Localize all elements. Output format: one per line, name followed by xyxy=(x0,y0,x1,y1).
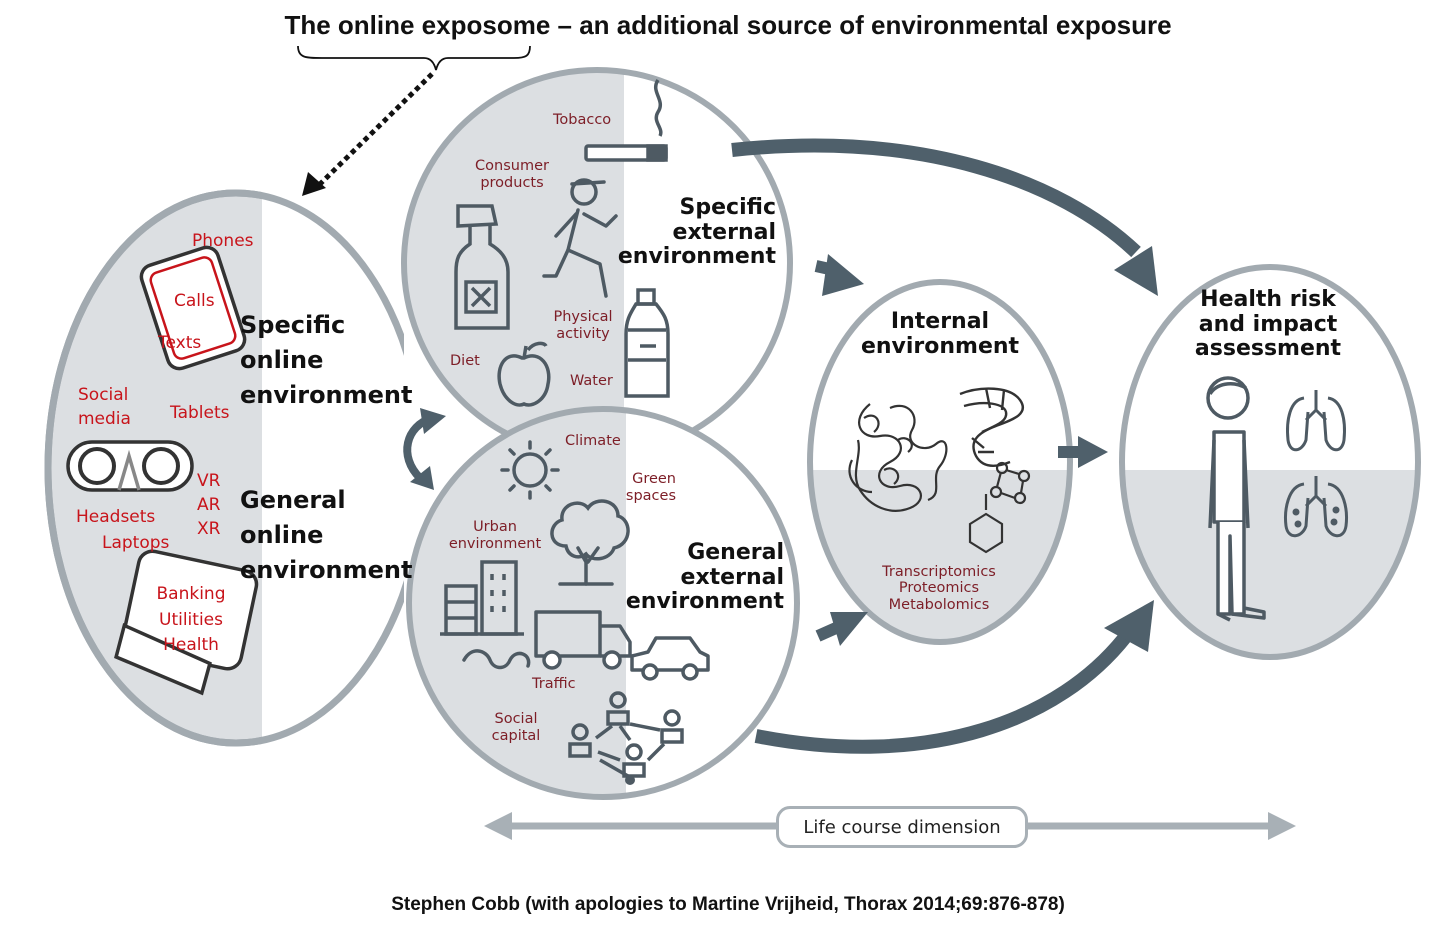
calls-label: Calls xyxy=(174,291,215,311)
cycle-arrows xyxy=(403,408,446,490)
physical-activity-label: Physical activity xyxy=(553,309,613,342)
metabolite-icon xyxy=(968,461,1031,554)
credit-line: Stephen Cobb (with apologies to Martine … xyxy=(391,894,1065,915)
general-online-heading: General online environment xyxy=(240,486,413,584)
specific-online-heading: Specific online environment xyxy=(240,311,413,409)
spray-bottle-icon xyxy=(454,204,510,330)
water-label: Water xyxy=(570,373,613,389)
urban-environment-label: Urban environment xyxy=(448,519,542,552)
phone-icon xyxy=(139,245,247,371)
apple-icon xyxy=(497,341,551,407)
green-spaces-label: Green spaces xyxy=(625,471,676,505)
life-course-arrow xyxy=(484,812,1296,840)
traffic-label: Traffic xyxy=(532,676,576,692)
cigarette-icon xyxy=(584,79,668,162)
damaged-lungs-icon xyxy=(1284,476,1348,538)
headset-icon xyxy=(66,440,194,492)
car-icon xyxy=(630,636,710,681)
tablets-label: Tablets xyxy=(170,403,230,423)
healthy-lungs-icon xyxy=(1286,390,1346,452)
headsets-label: Headsets xyxy=(76,507,156,527)
protein-icon xyxy=(848,403,948,512)
flow-arrows xyxy=(731,138,1158,754)
social-media-label: Social media xyxy=(78,385,131,429)
buildings-icon xyxy=(440,560,524,636)
sun-icon xyxy=(500,440,560,500)
texts-label: Texts xyxy=(158,333,202,353)
social-network-icon xyxy=(568,691,684,785)
omics-label: Transcriptomics Proteomics Metabolomics xyxy=(882,564,996,613)
tree-icon xyxy=(550,499,630,586)
social-capital-label: Social capital xyxy=(491,711,541,745)
dna-icon xyxy=(959,387,1024,467)
vr-ar-xr-label: VR AR XR xyxy=(197,471,221,539)
laptop-icon xyxy=(114,549,259,696)
laptop-items-label: Banking Utilities Health xyxy=(156,584,226,655)
title-brace xyxy=(297,45,531,71)
person-icon xyxy=(1206,376,1266,622)
water-bottle-icon xyxy=(624,288,670,398)
life-course-box: Life course dimension xyxy=(776,806,1028,848)
laptops-label: Laptops xyxy=(102,533,170,553)
phones-label: Phones xyxy=(192,231,254,251)
life-course-label: Life course dimension xyxy=(803,816,1001,838)
internal-environment-heading: Internal environment xyxy=(860,309,1020,359)
diagram-title: The online exposome – an additional sour… xyxy=(284,10,1172,40)
health-assessment-heading: Health risk and impact assessment xyxy=(1194,287,1342,362)
dotted-arrow xyxy=(302,72,434,196)
road-icon xyxy=(462,649,531,670)
specific-external-heading: Specific external environment xyxy=(617,195,776,270)
tobacco-label: Tobacco xyxy=(553,112,612,128)
runner-icon xyxy=(542,178,618,298)
general-external-heading: General external environment xyxy=(625,540,784,615)
climate-label: Climate xyxy=(565,433,621,449)
diet-label: Diet xyxy=(450,353,480,369)
truck-icon xyxy=(534,610,632,670)
consumer-products-label: Consumer products xyxy=(475,158,549,191)
